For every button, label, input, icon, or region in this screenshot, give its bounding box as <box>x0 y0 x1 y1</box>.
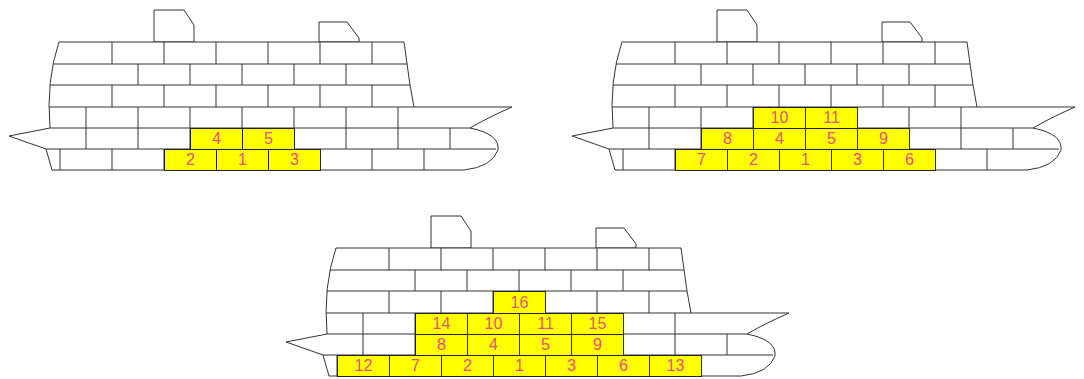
cell-number: 1 <box>238 152 247 168</box>
hold-cell: 4 <box>467 334 520 356</box>
cell-number: 5 <box>541 337 550 353</box>
cell-number: 13 <box>667 358 685 374</box>
hold-cell: 9 <box>571 334 624 356</box>
cell-number: 3 <box>853 152 862 168</box>
hold-cell: 1 <box>493 355 546 377</box>
cell-number: 7 <box>411 358 420 374</box>
hold-cell: 14 <box>415 313 468 335</box>
cell-number: 1 <box>515 358 524 374</box>
ship-outline <box>9 10 512 170</box>
cell-number: 7 <box>697 152 706 168</box>
cell-number: 11 <box>823 110 840 126</box>
hold-cell: 5 <box>805 128 858 150</box>
hold-cell: 10 <box>753 107 806 129</box>
hold-cell: 6 <box>597 355 650 377</box>
ship-outline <box>286 216 789 376</box>
hold-cell: 13 <box>649 355 702 377</box>
hold-cell: 11 <box>805 107 858 129</box>
cell-number: 16 <box>511 295 529 311</box>
cell-number: 8 <box>723 131 732 147</box>
cell-number: 1 <box>801 152 810 168</box>
hold-cell: 3 <box>268 149 321 171</box>
hold-cell: 1 <box>216 149 269 171</box>
cell-number: 2 <box>186 152 195 168</box>
cell-number: 5 <box>264 131 273 147</box>
hold-cell: 8 <box>415 334 468 356</box>
hold-cell: 15 <box>571 313 624 335</box>
cell-number: 4 <box>775 131 784 147</box>
hold-cell: 6 <box>883 149 936 171</box>
hold-cell: 7 <box>389 355 442 377</box>
cell-number: 4 <box>489 337 498 353</box>
hold-cell: 2 <box>441 355 494 377</box>
hold-cell: 3 <box>545 355 598 377</box>
cell-number: 3 <box>290 152 299 168</box>
cell-number: 9 <box>879 131 888 147</box>
cell-number: 8 <box>437 337 446 353</box>
hold-cell: 4 <box>190 128 243 150</box>
cell-number: 14 <box>433 316 451 332</box>
cell-number: 2 <box>749 152 758 168</box>
cell-number: 4 <box>212 131 221 147</box>
ship-outline <box>572 10 1075 170</box>
cell-number: 12 <box>355 358 373 374</box>
cell-number: 9 <box>593 337 602 353</box>
cell-number: 6 <box>619 358 628 374</box>
hold-cell: 8 <box>701 128 754 150</box>
hold-cell: 5 <box>242 128 295 150</box>
hold-cell: 4 <box>753 128 806 150</box>
hold-cell: 12 <box>337 355 390 377</box>
hold-cell: 16 <box>493 291 546 314</box>
hold-cell: 9 <box>857 128 910 150</box>
hold-cell: 2 <box>164 149 217 171</box>
cell-number: 2 <box>463 358 472 374</box>
hold-cell: 7 <box>675 149 728 171</box>
hold-cell: 3 <box>831 149 884 171</box>
hold-cell: 11 <box>519 313 572 335</box>
cell-number: 10 <box>485 316 503 332</box>
cell-number: 6 <box>905 152 914 168</box>
cell-number: 3 <box>567 358 576 374</box>
cell-number: 15 <box>589 316 607 332</box>
hold-cell: 10 <box>467 313 520 335</box>
hold-cell: 1 <box>779 149 832 171</box>
cell-number: 10 <box>771 110 789 126</box>
hold-cell: 5 <box>519 334 572 356</box>
cell-number: 5 <box>827 131 836 147</box>
hold-cell: 2 <box>727 149 780 171</box>
cell-number: 11 <box>537 316 554 332</box>
